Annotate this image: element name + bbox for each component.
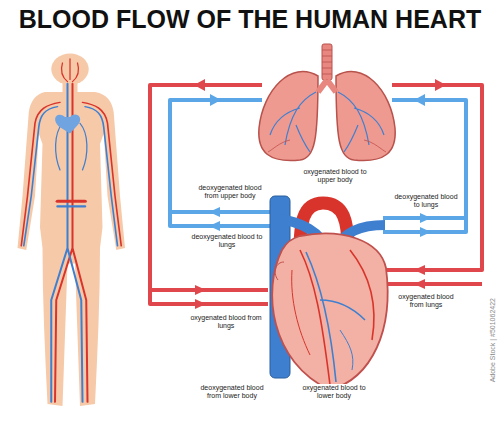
flow-label: oxygenated blood from lungs [392, 293, 460, 309]
right-red-pipe [383, 85, 482, 284]
heart-body [272, 234, 387, 390]
heart [270, 196, 388, 390]
flow-label: oxygenated blood from lungs [188, 314, 264, 330]
flow-label: oxygenated blood to lower body [298, 384, 370, 400]
left-red-pipe [150, 85, 268, 304]
title: BLOOD FLOW OF THE HUMAN HEART [0, 6, 500, 34]
watermark: Adobe Stock | #501062422 [489, 290, 497, 390]
left-blue-pipe [170, 100, 272, 226]
flow-label: deoxygenated blood to lungs [190, 233, 264, 249]
flow-label: oxygenated blood to upper body [298, 168, 372, 184]
human-figure [18, 54, 126, 407]
flow-label: deoxygenated blood to lungs [392, 193, 460, 209]
flow-label: deoxygenated blood from upper body [193, 184, 267, 200]
small-heart [55, 114, 80, 133]
lungs [259, 44, 395, 161]
right-blue-pipe [383, 100, 466, 232]
head [51, 54, 89, 85]
flow-label: deoxygenated blood from lower body [193, 384, 271, 400]
body-vessels [21, 59, 121, 402]
